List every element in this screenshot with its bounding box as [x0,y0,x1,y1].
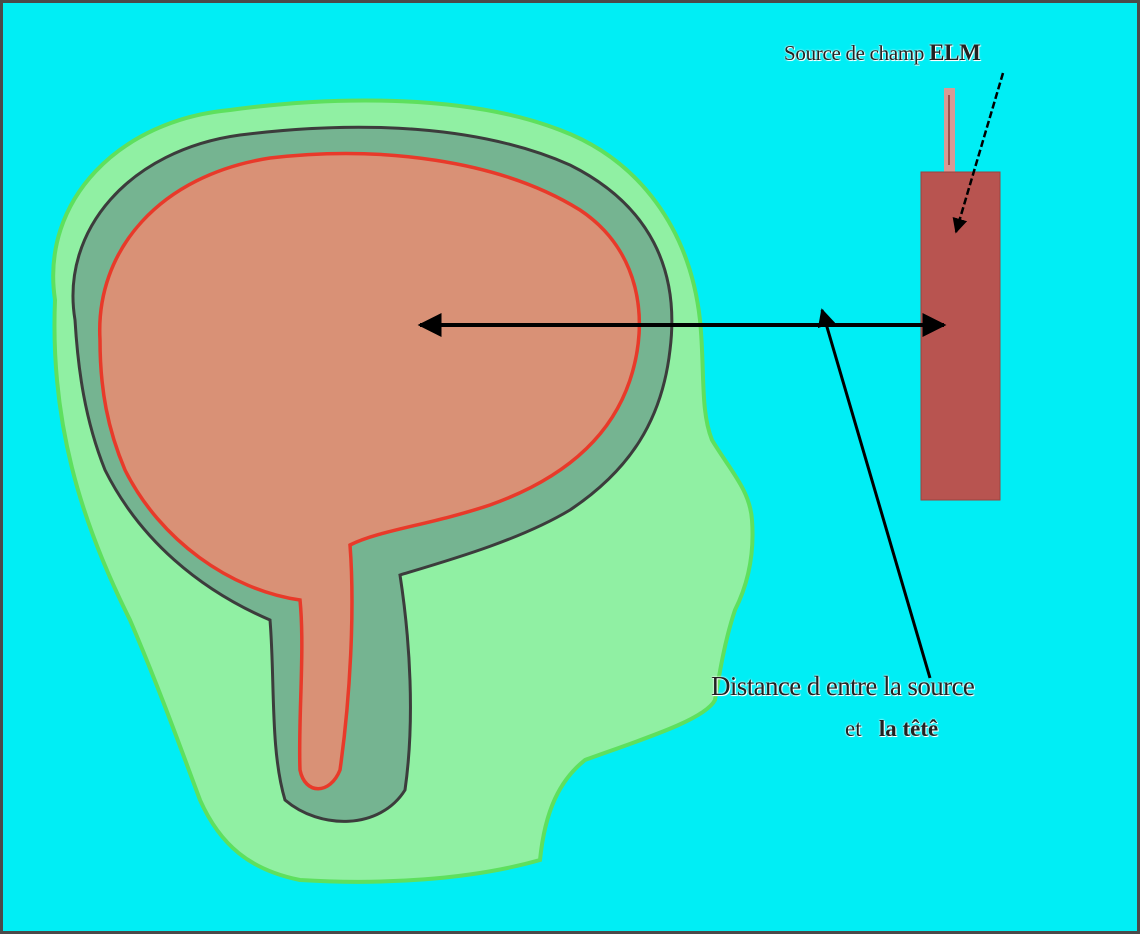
distance-label-line1: Distance d entre la source [711,673,974,700]
source-block [921,172,1000,500]
source-label: Source de champ ELM [784,41,981,64]
distance-label-line2: et la têtê [845,717,938,740]
